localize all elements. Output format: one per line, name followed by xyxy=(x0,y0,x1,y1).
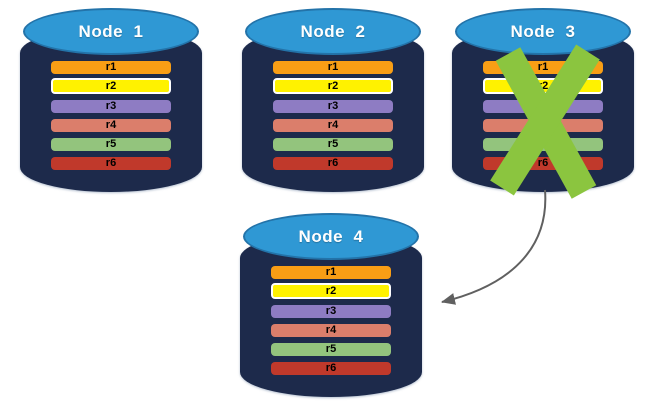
node-1-row-r5: r5 xyxy=(51,138,171,151)
node-3-cap: Node 3 xyxy=(455,8,631,55)
node-3-title: Node 3 xyxy=(510,21,576,41)
row-label: r5 xyxy=(327,138,339,150)
row-label: r6 xyxy=(105,157,117,169)
node-2-row-r2: r2 xyxy=(273,78,393,94)
node-2-row-r3: r3 xyxy=(273,100,393,113)
node-4-cylinder: Node 4 r1 r2 r3 r4 r5 r6 xyxy=(240,211,422,399)
node-3-cylinder: Node 3 r1 r2 r3 r4 r5 r6 xyxy=(452,6,634,199)
node-4-row-r6: r6 xyxy=(271,362,391,375)
node-4-cap: Node 4 xyxy=(243,213,419,260)
node-4-row-r1: r1 xyxy=(271,266,391,279)
node-1-cylinder: Node 1 r1 r2 r3 r4 r5 r6 xyxy=(20,6,202,194)
row-label: r2 xyxy=(105,79,117,92)
row-label: r2 xyxy=(325,284,337,297)
row-label: r1 xyxy=(325,266,337,278)
row-label: r4 xyxy=(325,324,337,336)
node-4-row-r5: r5 xyxy=(271,343,391,356)
node-4-row-r2: r2 xyxy=(271,283,391,299)
node-2-rows: r1 r2 r3 r4 r5 r6 xyxy=(273,61,393,176)
node-1-row-r2: r2 xyxy=(51,78,171,94)
node-4-title: Node 4 xyxy=(298,226,364,246)
node-2-row-r4: r4 xyxy=(273,119,393,132)
row-label: r3 xyxy=(105,100,117,112)
row-label: r3 xyxy=(325,305,337,317)
row-label: r5 xyxy=(325,343,337,355)
row-label: r1 xyxy=(537,61,549,73)
failure-x-icon xyxy=(490,44,600,199)
row-label: r4 xyxy=(327,119,339,131)
node-4-row-r4: r4 xyxy=(271,324,391,337)
arrow-curve xyxy=(441,189,547,305)
row-label: r1 xyxy=(105,61,117,73)
row-label: r6 xyxy=(327,157,339,169)
node-1-row-r1: r1 xyxy=(51,61,171,74)
node-1-cap: Node 1 xyxy=(23,8,199,55)
node-4-rows: r1 r2 r3 r4 r5 r6 xyxy=(271,266,391,381)
node-1-row-r4: r4 xyxy=(51,119,171,132)
node-4-row-r3: r3 xyxy=(271,305,391,318)
row-label: r3 xyxy=(327,100,339,112)
row-label: r5 xyxy=(105,138,117,150)
node-2-row-r1: r1 xyxy=(273,61,393,74)
node-2-row-r6: r6 xyxy=(273,157,393,170)
node-2-cylinder: Node 2 r1 r2 r3 r4 r5 r6 xyxy=(242,6,424,194)
row-label: r2 xyxy=(537,79,549,92)
node-2-cap: Node 2 xyxy=(245,8,421,55)
row-label: r1 xyxy=(327,61,339,73)
node-1-row-r6: r6 xyxy=(51,157,171,170)
node-2-title: Node 2 xyxy=(300,21,366,41)
node-1-rows: r1 r2 r3 r4 r5 r6 xyxy=(51,61,171,176)
row-label: r2 xyxy=(327,79,339,92)
row-label: r4 xyxy=(105,119,117,131)
row-label: r6 xyxy=(325,362,337,374)
node-1-title: Node 1 xyxy=(78,21,144,41)
node-1-row-r3: r3 xyxy=(51,100,171,113)
node-2-row-r5: r5 xyxy=(273,138,393,151)
row-label: r6 xyxy=(537,157,549,169)
